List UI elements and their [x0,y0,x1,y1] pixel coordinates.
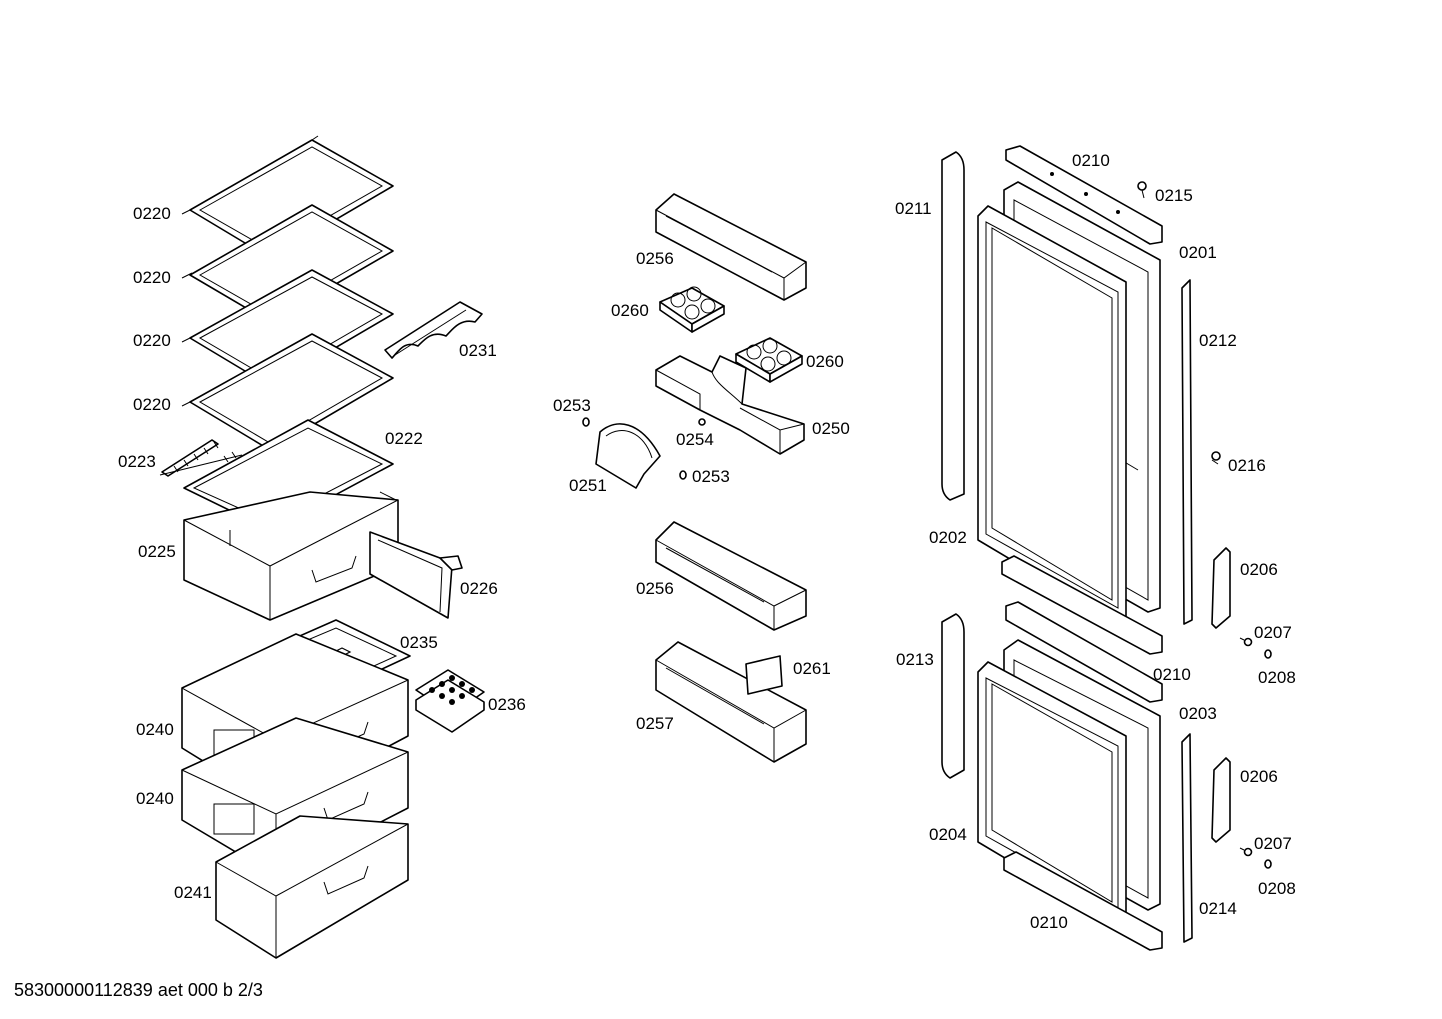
bottle-rack [384,301,483,359]
label-0240-drawer-1: 0240 [136,720,174,739]
label-0240-drawer-2: 0240 [136,789,174,808]
pivot-pin-upper [582,417,590,427]
middle-hinge-cover [1001,555,1163,703]
door-bin-lower [655,641,807,763]
dairy-flap [595,423,661,489]
bin-divider [745,655,783,695]
glass-shelf-3 [181,269,394,387]
label-0215: 0215 [1155,186,1193,205]
right-trim-lower [1181,733,1193,943]
dairy-compartment [655,355,805,455]
vegetable-drawer [183,491,399,621]
label-0261: 0261 [793,659,831,678]
right-trim-upper [1181,279,1193,625]
door-handle-upper [1211,547,1231,629]
label-0204: 0204 [929,825,967,844]
pivot-pin-lower [679,470,687,480]
screw-mid [1211,451,1221,465]
label-0256-middle: 0256 [636,579,674,598]
label-0207-upper: 0207 [1254,623,1292,642]
label-0236: 0236 [488,695,526,714]
door-handle-lower [1211,757,1231,843]
left-trim-upper [941,151,965,501]
label-0241: 0241 [174,883,212,902]
label-0220-shelf-1: 0220 [133,204,171,223]
label-0211: 0211 [895,199,932,218]
pivot-pin-center [698,418,706,426]
glass-shelf-2 [181,204,394,323]
washer-upper [1264,649,1272,659]
upper-hinge-cover [1005,145,1163,245]
label-0260-lower: 0260 [806,352,844,371]
label-0202: 0202 [929,528,967,547]
label-0257: 0257 [636,714,674,733]
label-0235: 0235 [400,633,438,652]
label-0210-middle: 0210 [1153,665,1191,684]
egg-tray-lower [735,337,803,383]
label-0213: 0213 [896,650,934,669]
label-0250: 0250 [812,419,850,438]
label-0253-lower: 0253 [692,467,730,486]
document-reference: 58300000112839 aet 000 b 2/3 [14,980,263,1000]
label-0220-shelf-4: 0220 [133,395,171,414]
label-0210-top: 0210 [1072,151,1110,170]
screw-upper [1137,181,1147,199]
door-bin-upper [655,193,807,301]
label-0220-shelf-3: 0220 [133,331,171,350]
label-0223: 0223 [118,452,156,471]
label-0231: 0231 [459,341,497,360]
label-0201: 0201 [1179,243,1217,262]
label-0260-upper: 0260 [611,301,649,320]
glass-shelf-1 [181,135,394,259]
glass-shelf-4 [181,333,394,451]
lower-hinge-cover [1003,851,1163,951]
shelf-trim [159,439,243,477]
label-0216: 0216 [1228,456,1266,475]
left-trim-lower [941,613,965,779]
label-0226: 0226 [460,579,498,598]
label-0206-lower: 0206 [1240,767,1278,786]
label-0214: 0214 [1199,899,1237,918]
label-0212: 0212 [1199,331,1237,350]
label-0210-bottom: 0210 [1030,913,1068,932]
label-0203: 0203 [1179,704,1217,723]
label-0225: 0225 [138,542,176,561]
label-0222: 0222 [385,429,423,448]
label-0208-upper: 0208 [1258,668,1296,687]
label-0220-shelf-2: 0220 [133,268,171,287]
screw-side-upper [1239,637,1253,647]
ice-cube-tray [415,669,485,733]
screw-side-lower [1239,847,1253,857]
label-0208-lower: 0208 [1258,879,1296,898]
label-0207-lower: 0207 [1254,834,1292,853]
door-bin-middle [655,521,807,631]
drawer-front-panel [369,531,463,619]
washer-lower [1264,859,1272,869]
label-0206-upper: 0206 [1240,560,1278,579]
label-0254: 0254 [676,430,714,449]
freezer-drawer-3 [215,815,409,959]
label-0253-upper: 0253 [553,396,591,415]
label-0256-upper: 0256 [636,249,674,268]
label-0251: 0251 [569,476,607,495]
egg-tray-upper [659,286,725,333]
